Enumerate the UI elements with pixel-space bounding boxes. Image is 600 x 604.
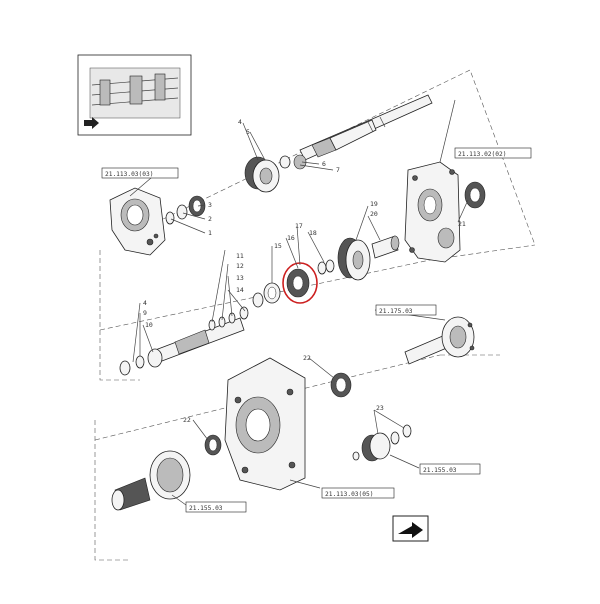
callout-22b: 22 bbox=[183, 416, 191, 424]
callout-2: 2 bbox=[208, 215, 212, 223]
callout-12: 12 bbox=[236, 262, 244, 270]
clutch-drum bbox=[111, 450, 191, 511]
svg-text:21.155.03: 21.155.03 bbox=[189, 505, 223, 512]
thumbnail-icon[interactable] bbox=[77, 54, 192, 136]
svg-text:21.113.02(02): 21.113.02(02) bbox=[458, 151, 506, 158]
callout-17: 17 bbox=[295, 222, 303, 230]
callout-15: 15 bbox=[274, 242, 282, 250]
ref-bottom-center[interactable]: 21.113.03(05) bbox=[321, 487, 395, 499]
gear-hub bbox=[352, 424, 412, 462]
ref-top-right[interactable]: 21.113.02(02) bbox=[454, 147, 532, 159]
callout-14: 14 bbox=[236, 286, 244, 294]
callout-19: 19 bbox=[370, 200, 378, 208]
callout-16: 16 bbox=[287, 234, 295, 242]
highlighted-bearing[interactable] bbox=[282, 262, 318, 304]
callout-6: 6 bbox=[322, 160, 326, 168]
callout-21: 21 bbox=[458, 220, 466, 228]
callout-23: 23 bbox=[376, 404, 384, 412]
svg-text:21.175.03: 21.175.03 bbox=[379, 308, 413, 315]
callout-1: 1 bbox=[208, 229, 212, 237]
front-cover-housing bbox=[109, 187, 166, 256]
callout-13: 13 bbox=[236, 274, 244, 282]
ref-bottom-left[interactable]: 21.155.03 bbox=[185, 501, 247, 513]
callout-20: 20 bbox=[370, 210, 378, 218]
callout-5: 5 bbox=[246, 128, 250, 136]
bearing-rings bbox=[165, 195, 206, 225]
callout-22: 22 bbox=[303, 354, 311, 362]
next-page-arrow-icon[interactable] bbox=[392, 515, 429, 542]
seal-ring bbox=[204, 434, 222, 456]
callout-3: 3 bbox=[208, 201, 212, 209]
ref-middle-right[interactable]: 21.175.03 bbox=[375, 304, 437, 316]
svg-text:21.113.03(05): 21.113.03(05) bbox=[325, 491, 373, 498]
svg-text:21.113.03(03): 21.113.03(03) bbox=[105, 171, 153, 178]
bearing-cups bbox=[252, 282, 281, 308]
callout-10: 10 bbox=[145, 321, 153, 329]
rear-bearing bbox=[464, 181, 486, 209]
ref-top-left[interactable]: 21.113.03(03) bbox=[101, 167, 179, 179]
pto-shaft bbox=[404, 316, 475, 365]
callout-4b: 4 bbox=[143, 299, 147, 307]
rear-housing bbox=[404, 161, 461, 263]
output-gear bbox=[337, 237, 371, 281]
input-shaft bbox=[119, 317, 245, 376]
sleeve bbox=[371, 235, 400, 259]
main-shaft bbox=[299, 94, 433, 161]
oil-seal bbox=[330, 372, 352, 398]
callout-11: 11 bbox=[236, 252, 244, 260]
callout-9: 9 bbox=[143, 309, 147, 317]
small-spacers bbox=[317, 259, 335, 275]
ref-bottom-right[interactable]: 21.155.03 bbox=[419, 463, 481, 475]
callout-7: 7 bbox=[336, 166, 340, 174]
svg-text:21.155.03: 21.155.03 bbox=[423, 467, 457, 474]
main-transmission-housing bbox=[224, 357, 306, 491]
callout-4: 4 bbox=[238, 118, 242, 126]
callout-18: 18 bbox=[309, 229, 317, 237]
drive-gear bbox=[244, 154, 307, 193]
